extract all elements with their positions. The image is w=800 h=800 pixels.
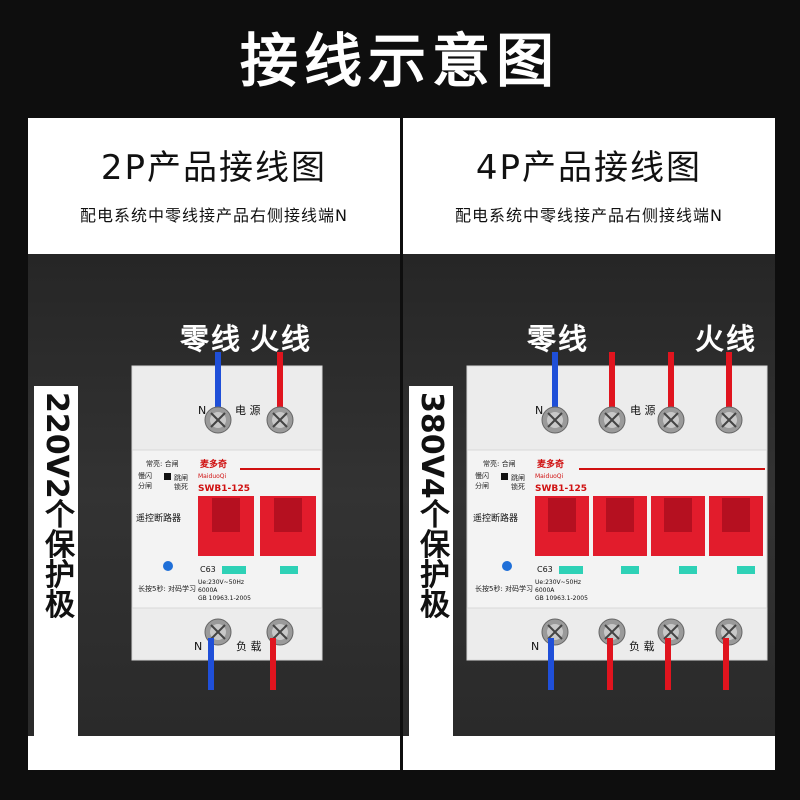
- load-label: 负 载: [629, 639, 655, 653]
- breaker-handle[interactable]: [593, 496, 647, 556]
- breaker-handle[interactable]: [198, 496, 254, 556]
- panel-header: [28, 118, 400, 254]
- terminal-n-label: N: [531, 640, 539, 653]
- terminal-n-label: N: [194, 640, 202, 653]
- learn-hint: 长按5秒: 对码学习: [475, 584, 533, 593]
- panel-subtitle: 配电系统中零线接产品右侧接线端N: [455, 206, 723, 225]
- spec-text: GB 10963.1-2005: [535, 595, 588, 602]
- breaker-handle[interactable]: [709, 496, 763, 556]
- brand-latin: MaiduoQi: [198, 473, 227, 480]
- brand-latin: MaiduoQi: [535, 473, 564, 480]
- neutral-label: 零线: [527, 322, 590, 356]
- breaker-handle[interactable]: [260, 496, 316, 556]
- breaker-handle[interactable]: [651, 496, 705, 556]
- load-label: 负 载: [236, 639, 262, 653]
- live-wire-out: [723, 638, 729, 690]
- live-wire-in: [668, 352, 674, 416]
- live-label: 火线: [695, 322, 758, 356]
- power-label: 电 源: [630, 403, 656, 417]
- live-wire-in: [726, 352, 732, 416]
- terminal-screw: [598, 406, 626, 434]
- panel-title: 4P产品接线图: [475, 148, 703, 188]
- learn-button[interactable]: [502, 561, 512, 571]
- spec-text: 6000A: [535, 587, 555, 594]
- terminal-screw: [715, 406, 743, 434]
- status-text: 跳闸: [511, 473, 525, 482]
- live-wire-in: [609, 352, 615, 416]
- terminal-screw: [541, 406, 569, 434]
- status-text: 常亮: 合闸: [483, 459, 516, 468]
- panel-header: [403, 118, 775, 254]
- panel-title: 2P产品接线图: [100, 148, 328, 188]
- power-label: 电 源: [235, 403, 261, 417]
- status-text: 慢闪: [138, 471, 152, 480]
- brand-name: 麦多奇: [200, 458, 227, 470]
- status-window: [280, 566, 298, 574]
- status-text: 分闸: [475, 481, 489, 490]
- live-wire-out: [270, 638, 276, 690]
- panel-footer: [28, 736, 400, 770]
- model-label: SWB1-125: [198, 484, 250, 494]
- voltage-side-text: 220V2个保护极: [39, 392, 74, 619]
- spec-text: Ue:230V~50Hz: [198, 579, 244, 586]
- spec-text: GB 10963.1-2005: [198, 595, 251, 602]
- terminal-screw: [715, 618, 743, 646]
- voltage-side-text: 380V4个保护极: [414, 392, 449, 619]
- status-text: 跳闸: [174, 473, 188, 482]
- breaker-handle[interactable]: [535, 496, 589, 556]
- model-label: SWB1-125: [535, 484, 587, 494]
- voltage-side-label: 220V2个保护极: [34, 386, 78, 740]
- terminal-screw: [266, 406, 294, 434]
- page-title: 接线示意图: [239, 27, 560, 95]
- live-label: 火线: [250, 322, 313, 356]
- status-window: [559, 566, 583, 574]
- status-text: 锁死: [174, 482, 188, 491]
- neutral-wire-out: [208, 638, 214, 690]
- terminal-screw: [598, 618, 626, 646]
- neutral-wire-out: [548, 638, 554, 690]
- terminal-screw: [204, 406, 232, 434]
- learn-hint: 长按5秒: 对码学习: [138, 584, 196, 593]
- learn-button[interactable]: [163, 561, 173, 571]
- status-indicator: [164, 473, 171, 480]
- status-text: 慢闪: [475, 471, 489, 480]
- terminal-n-label: N: [198, 404, 206, 417]
- neutral-wire-in: [552, 352, 558, 416]
- device-name: 遥控断路器: [136, 512, 181, 524]
- status-text: 常亮: 合闸: [146, 459, 179, 468]
- status-window: [737, 566, 755, 574]
- spec-text: Ue:230V~50Hz: [535, 579, 581, 586]
- status-window: [679, 566, 697, 574]
- terminal-screw: [657, 406, 685, 434]
- status-text: 分闸: [138, 481, 152, 490]
- brand-name: 麦多奇: [537, 458, 564, 470]
- panel-footer: [403, 736, 775, 770]
- status-text: 锁死: [511, 482, 525, 491]
- live-wire-out: [607, 638, 613, 690]
- neutral-wire-in: [215, 352, 221, 416]
- panel-2p: 2P产品接线图 配电系统中零线接产品右侧接线端N N 电 源 常亮: 合闸 慢闪…: [28, 118, 400, 770]
- terminal-screw: [657, 618, 685, 646]
- terminal-n-label: N: [535, 404, 543, 417]
- status-window: [222, 566, 246, 574]
- panel-subtitle: 配电系统中零线接产品右侧接线端N: [80, 206, 348, 225]
- brand-stripe: [579, 468, 765, 470]
- live-wire-out: [665, 638, 671, 690]
- device-name: 遥控断路器: [473, 512, 518, 524]
- live-wire-in: [277, 352, 283, 416]
- rating-label: C63: [537, 565, 553, 574]
- top-terminal-block: [131, 365, 323, 451]
- status-indicator: [501, 473, 508, 480]
- brand-stripe: [240, 468, 320, 470]
- voltage-side-label: 380V4个保护极: [409, 386, 453, 740]
- breaker-2p-diagram: N 电 源 常亮: 合闸 慢闪 分闸 跳闸 锁死 麦多奇 MaiduoQi SW…: [131, 352, 323, 690]
- rating-label: C63: [200, 565, 216, 574]
- neutral-label: 零线: [180, 322, 243, 356]
- terminal-screw: [541, 618, 569, 646]
- breaker-4p-diagram: N 电 源 常亮: 合闸 慢闪 分闸 跳闸 锁死 麦多奇 MaiduoQi SW…: [466, 352, 768, 690]
- status-window: [621, 566, 639, 574]
- panel-4p: 4P产品接线图 配电系统中零线接产品右侧接线端N N 电 源 常亮: 合闸 慢闪…: [403, 118, 775, 770]
- spec-text: 6000A: [198, 587, 218, 594]
